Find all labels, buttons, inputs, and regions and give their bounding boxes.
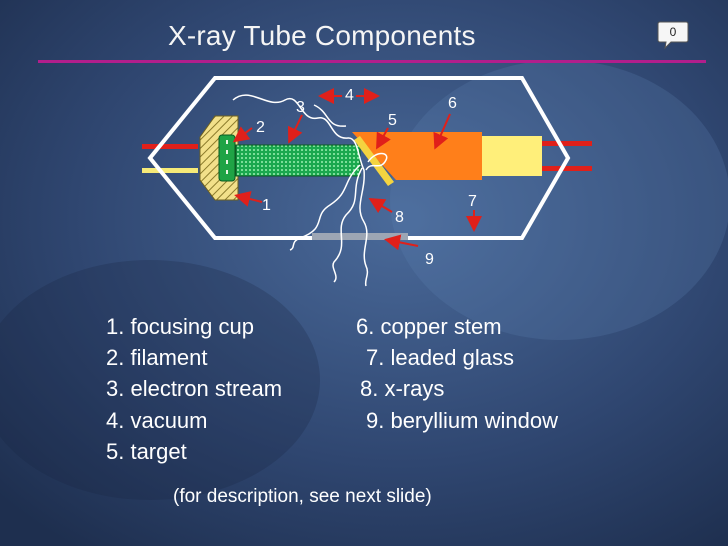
- xray-beam: [289, 164, 361, 251]
- arrow-3: [287, 114, 303, 144]
- beryllium-window: [312, 233, 408, 240]
- legend-item: 1. focusing cup: [106, 314, 254, 339]
- cathode-wire-yellow: [142, 168, 198, 173]
- arrow-1: [234, 191, 263, 207]
- vacuum-squiggle: [232, 94, 365, 171]
- callout-1: 1: [262, 197, 271, 214]
- callout-4: 4: [345, 87, 354, 104]
- title-underline: [38, 60, 706, 63]
- anode-wire-red-bottom: [540, 166, 592, 171]
- electron-stream: [235, 144, 361, 177]
- callout-8: 8: [395, 209, 404, 226]
- arrow-5: [376, 127, 391, 150]
- xray-beam: [359, 169, 369, 287]
- cathode-wire-red: [142, 144, 198, 149]
- xray-beam: [365, 152, 388, 171]
- legend-item: 9. beryllium window: [366, 408, 558, 433]
- callout-9: 9: [425, 251, 434, 268]
- anode-wire-red-top: [540, 141, 592, 146]
- slide-title: X-ray Tube Components: [168, 20, 476, 51]
- arrow-2: [232, 126, 253, 143]
- anode-stem-end: [482, 136, 542, 176]
- legend-item: 3. electron stream: [106, 376, 283, 401]
- legend-item: 5. target: [106, 439, 187, 464]
- footnote: (for description, see next slide): [173, 486, 432, 507]
- arrow-9: [384, 234, 419, 251]
- vacuum-squiggle: [313, 104, 347, 127]
- legend-item: 7. leaded glass: [366, 345, 514, 370]
- arrow-8: [368, 197, 393, 214]
- glass-envelope: [147, 76, 571, 240]
- legend-item: 6. copper stem: [356, 314, 502, 339]
- legend-item: 4. vacuum: [106, 408, 208, 433]
- callout-2: 2: [256, 119, 265, 136]
- page-badge: 0: [657, 20, 689, 50]
- target: [354, 136, 394, 186]
- page-badge-number: 0: [669, 25, 677, 39]
- callout-6: 6: [448, 95, 457, 112]
- legend-item: 8. x-rays: [360, 376, 445, 401]
- legend-item: 2. filament: [106, 345, 208, 370]
- callout-5: 5: [388, 112, 397, 129]
- callout-3: 3: [296, 99, 305, 116]
- arrow-6: [433, 113, 451, 150]
- callout-7: 7: [468, 193, 477, 210]
- xray-beam: [332, 167, 363, 283]
- filament: [218, 134, 236, 182]
